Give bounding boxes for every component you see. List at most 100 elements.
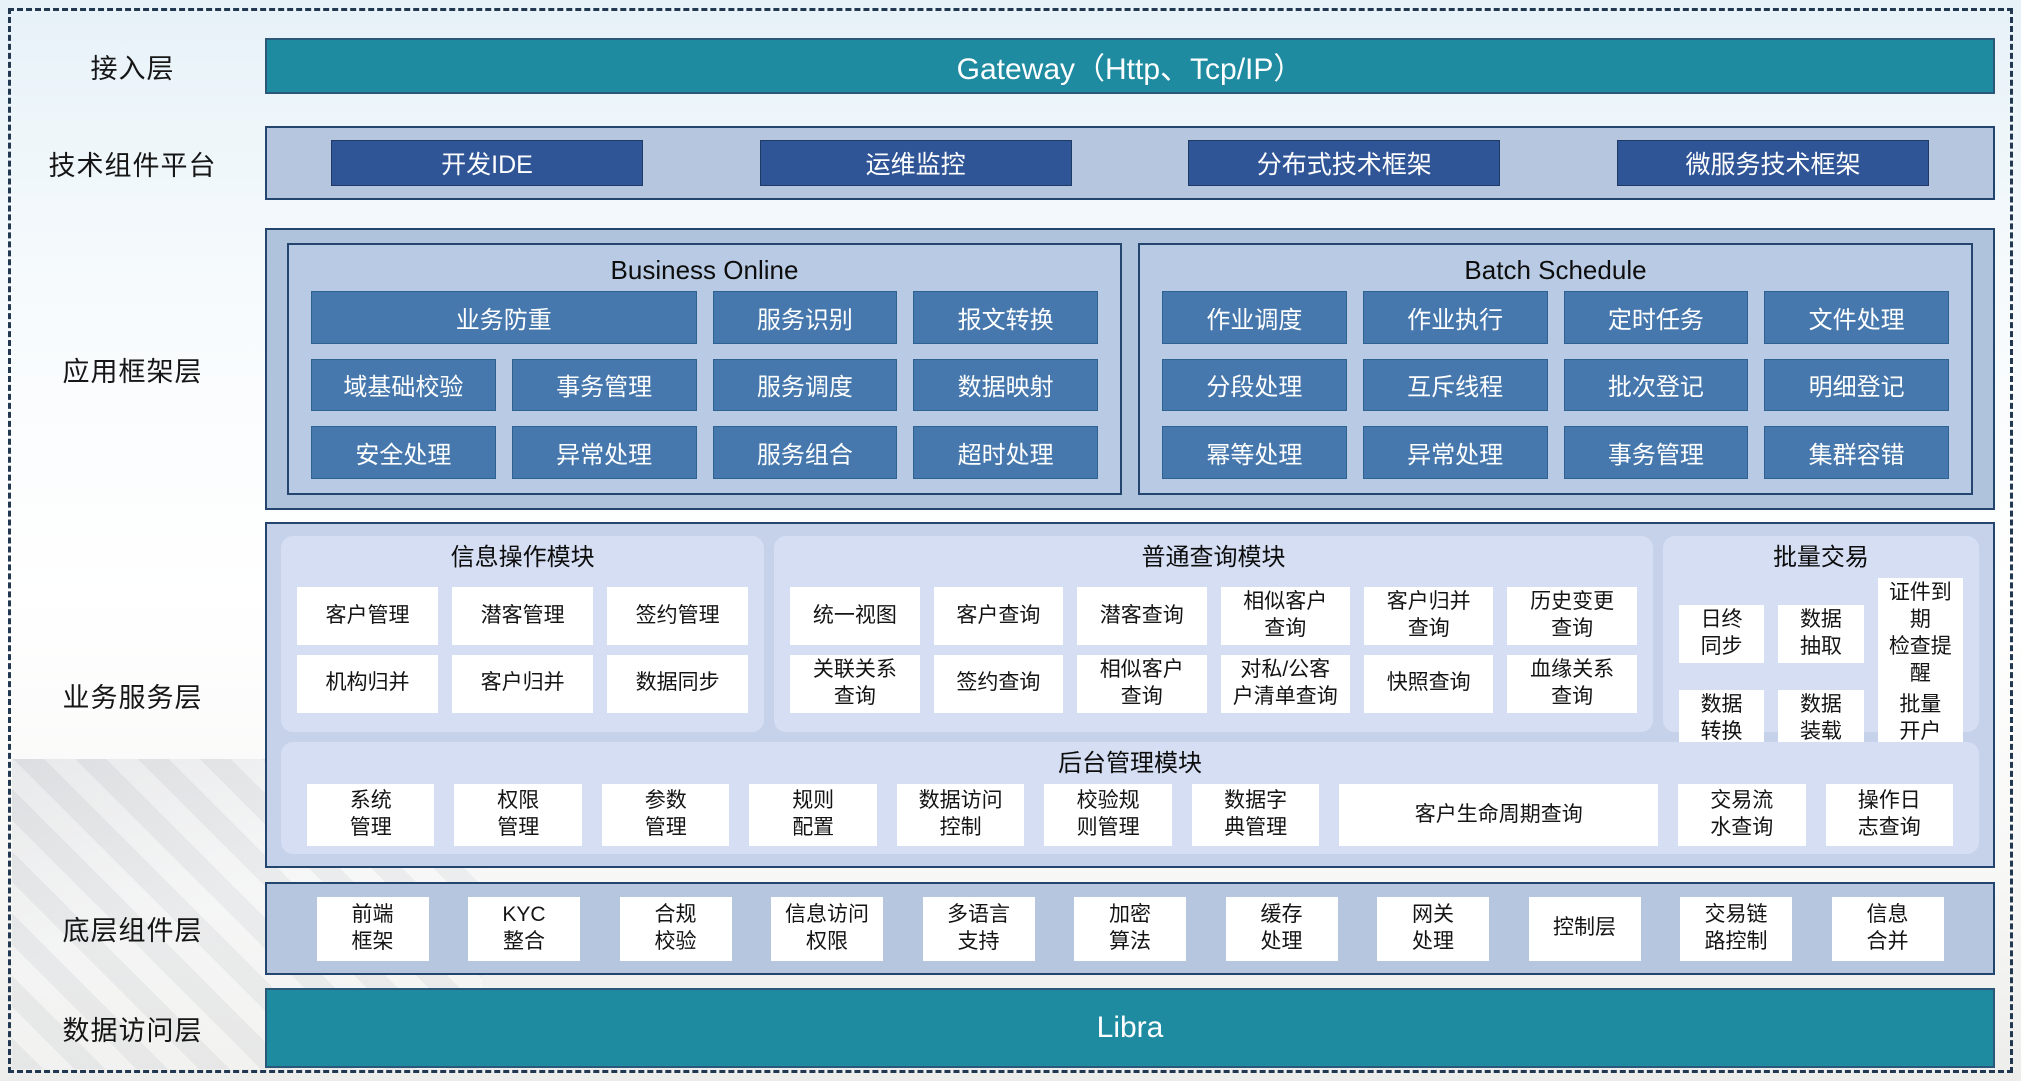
- info-ops-item: 客户管理: [297, 587, 439, 646]
- business-online-item: 业务防重: [311, 291, 697, 344]
- tech-platform-item: 运维监控: [759, 140, 1072, 186]
- batch-schedule-item: 作业调度: [1162, 291, 1347, 344]
- batch-schedule-grid: 作业调度作业执行定时任务文件处理分段处理互斥线程批次登记明细登记幂等处理异常处理…: [1162, 291, 1949, 479]
- common-query-item: 客户查询: [933, 587, 1064, 646]
- info-ops-module: 信息操作模块 客户管理潜客管理签约管理机构归并客户归并数据同步: [281, 536, 765, 732]
- common-query-item: 客户归并 查询: [1363, 587, 1494, 646]
- admin-item: 交易流 水查询: [1678, 784, 1806, 846]
- base-component-item: 合规 校验: [619, 896, 732, 961]
- business-service-modules: 信息操作模块 客户管理潜客管理签约管理机构归并客户归并数据同步 普通查询模块 统…: [281, 536, 1979, 748]
- info-ops-item: 机构归并: [297, 654, 439, 713]
- batch-schedule-item: 文件处理: [1764, 291, 1949, 344]
- admin-item: 操作日 志查询: [1825, 784, 1954, 846]
- admin-item: 数据字 典管理: [1191, 784, 1320, 846]
- layer-app-framework: 应用框架层 Business Online 业务防重服务识别报文转换域基础校验事…: [0, 228, 1995, 510]
- common-query-title: 普通查询模块: [1141, 544, 1286, 571]
- layer-access-label: 接入层: [90, 53, 175, 84]
- admin-item: 客户生命周期查询: [1339, 784, 1659, 846]
- gateway-bar: Gateway（Http、Tcp/IP）: [265, 38, 1995, 94]
- batch-schedule-item: 事务管理: [1563, 426, 1749, 479]
- base-component-item: 网关 处理: [1377, 896, 1489, 961]
- batch-schedule-item: 集群容错: [1764, 426, 1949, 479]
- libra-bar: Libra: [265, 988, 1995, 1068]
- base-component-item: KYC 整合: [468, 896, 580, 961]
- info-ops-item: 客户归并: [452, 654, 594, 713]
- base-component-item: 控制层: [1528, 896, 1641, 961]
- common-query-item: 相似客户 查询: [1220, 587, 1350, 646]
- info-ops-title: 信息操作模块: [450, 544, 595, 571]
- info-ops-item: 数据同步: [607, 654, 749, 713]
- business-online-item: 超时处理: [913, 426, 1098, 479]
- admin-module-row: 系统 管理权限 管理参数 管理规则 配置数据访问 控制校验规 则管理数据字 典管…: [297, 784, 1963, 846]
- admin-item: 参数 管理: [601, 784, 730, 846]
- common-query-item: 对私/公客 户清单查询: [1220, 654, 1350, 713]
- base-component-item: 信息访问 权限: [771, 896, 883, 961]
- admin-module: 后台管理模块 系统 管理权限 管理参数 管理规则 配置数据访问 控制校验规 则管…: [281, 742, 1979, 854]
- batch-trade-item: 批量 开户: [1877, 689, 1963, 748]
- base-component-item: 加密 算法: [1074, 896, 1186, 961]
- layer-data-access: 数据访问层 Libra: [0, 988, 1995, 1068]
- business-online-item: 服务识别: [712, 291, 898, 344]
- common-query-item: 潜客查询: [1077, 587, 1207, 646]
- batch-trade-item: 数据 转换: [1678, 689, 1765, 748]
- common-query-item: 签约查询: [933, 654, 1064, 713]
- batch-trade-item: 证件到期 检查提醒: [1877, 578, 1963, 690]
- common-query-grid: 统一视图客户查询潜客查询相似客户 查询客户归并 查询历史变更 查询关联关系 查询…: [790, 578, 1637, 722]
- common-query-item: 相似客户 查询: [1077, 654, 1207, 713]
- admin-item: 系统 管理: [307, 784, 435, 846]
- layer-tech-platform-label: 技术组件平台: [48, 150, 217, 181]
- info-ops-grid: 客户管理潜客管理签约管理机构归并客户归并数据同步: [297, 578, 749, 722]
- common-query-item: 快照查询: [1363, 654, 1494, 713]
- batch-trade-item: 数据 抽取: [1778, 604, 1864, 663]
- admin-item: 权限 管理: [454, 784, 582, 846]
- batch-schedule-item: 异常处理: [1362, 426, 1548, 479]
- business-online-title: Business Online: [610, 255, 799, 285]
- batch-schedule-item: 批次登记: [1563, 358, 1749, 412]
- batch-trade-grid: 日终 同步数据 抽取证件到期 检查提醒数据 转换数据 装载批量 开户: [1678, 578, 1963, 748]
- batch-trade-title: 批量交易: [1772, 544, 1869, 571]
- business-online-grid: 业务防重服务识别报文转换域基础校验事务管理服务调度数据映射安全处理异常处理服务组…: [311, 291, 1098, 479]
- business-online-item: 报文转换: [913, 291, 1098, 344]
- common-query-item: 关联关系 查询: [790, 654, 920, 713]
- batch-schedule-title: Batch Schedule: [1464, 255, 1647, 285]
- business-online-item: 事务管理: [511, 358, 697, 412]
- admin-item: 校验规 则管理: [1044, 784, 1172, 846]
- admin-item: 规则 配置: [749, 784, 877, 846]
- layer-business-service-label: 业务服务层: [62, 682, 203, 713]
- business-online-item: 数据映射: [913, 358, 1098, 412]
- batch-schedule-item: 明细登记: [1764, 358, 1949, 412]
- batch-schedule-item: 分段处理: [1162, 358, 1347, 412]
- common-query-item: 历史变更 查询: [1507, 587, 1637, 646]
- base-component-item: 信息 合并: [1831, 896, 1944, 961]
- batch-schedule-group: Batch Schedule 作业调度作业执行定时任务文件处理分段处理互斥线程批…: [1138, 243, 1973, 495]
- tech-platform-item: 分布式技术框架: [1188, 140, 1501, 186]
- business-service-panel: 信息操作模块 客户管理潜客管理签约管理机构归并客户归并数据同步 普通查询模块 统…: [265, 522, 1995, 868]
- business-online-item: 域基础校验: [311, 358, 496, 412]
- tech-platform-item: 微服务技术框架: [1616, 140, 1929, 186]
- batch-trade-item: 数据 装载: [1778, 689, 1864, 748]
- layer-business-service: 业务服务层 信息操作模块 客户管理潜客管理签约管理机构归并客户归并数据同步 普通…: [0, 522, 1995, 868]
- business-online-item: 异常处理: [511, 426, 697, 479]
- layer-data-access-label: 数据访问层: [62, 1015, 203, 1046]
- app-framework-panel: Business Online 业务防重服务识别报文转换域基础校验事务管理服务调…: [265, 228, 1995, 510]
- batch-trade-item: 日终 同步: [1678, 604, 1765, 663]
- batch-schedule-item: 幂等处理: [1162, 426, 1347, 479]
- admin-module-title: 后台管理模块: [1058, 750, 1202, 777]
- base-component-item: 缓存 处理: [1225, 896, 1338, 961]
- business-online-item: 服务调度: [712, 358, 898, 412]
- business-online-item: 服务组合: [712, 426, 898, 479]
- business-online-group: Business Online 业务防重服务识别报文转换域基础校验事务管理服务调…: [287, 243, 1122, 495]
- admin-item: 数据访问 控制: [896, 784, 1025, 846]
- batch-trade-module: 批量交易 日终 同步数据 抽取证件到期 检查提醒数据 转换数据 装载批量 开户: [1662, 536, 1979, 748]
- batch-schedule-item: 作业执行: [1362, 291, 1548, 344]
- info-ops-item: 签约管理: [607, 587, 749, 646]
- batch-schedule-item: 互斥线程: [1362, 358, 1548, 412]
- base-component-item: 交易链 路控制: [1680, 896, 1792, 961]
- batch-schedule-item: 定时任务: [1563, 291, 1749, 344]
- common-query-module: 普通查询模块 统一视图客户查询潜客查询相似客户 查询客户归并 查询历史变更 查询…: [774, 536, 1653, 732]
